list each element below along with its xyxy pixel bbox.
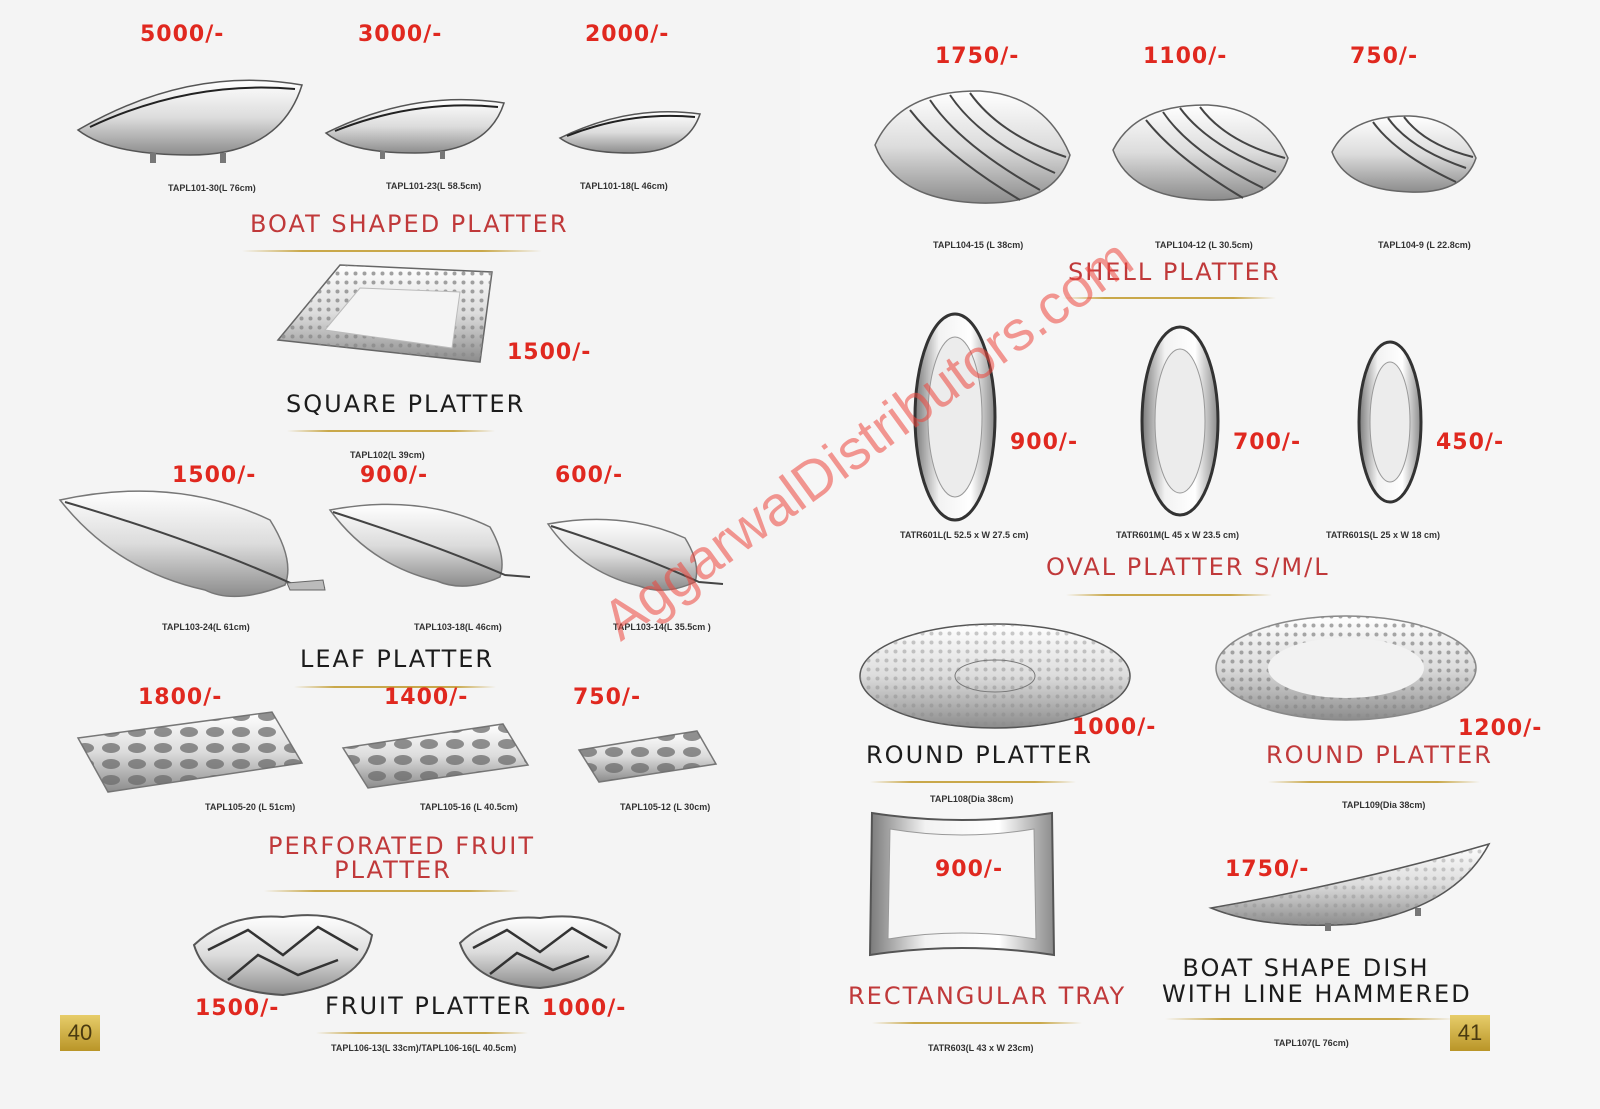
price-square-platter: 1500/- [507, 340, 592, 365]
page-number-right: 41 [1450, 1015, 1490, 1051]
code-leaf-small: TAPL103-14(L 35.5cm ) [613, 622, 711, 632]
price-leaf-small: 600/- [555, 463, 624, 488]
divider-round-2 [1268, 781, 1480, 783]
title-square-platter: SQUARE PLATTER [286, 390, 526, 418]
perforated-platter-large-image [76, 711, 304, 793]
title-round-platter-1: ROUND PLATTER [866, 741, 1093, 769]
price-leaf-medium: 900/- [360, 463, 429, 488]
title-shell-platter: SHELL PLATTER [1068, 258, 1281, 286]
price-round-1: 1000/- [1072, 715, 1157, 740]
code-rectangular-tray: TATR603(L 43 x W 23cm) [928, 1043, 1034, 1053]
leaf-platter-medium-image [328, 503, 531, 587]
boat-shape-dish-image [1208, 842, 1491, 931]
shell-platter-large-image [874, 90, 1071, 204]
price-round-2: 1200/- [1458, 716, 1543, 741]
fruit-platter-small-image [458, 915, 622, 990]
perforated-platter-medium-image [341, 723, 530, 789]
code-shell-large: TAPL104-15 (L 38cm) [933, 240, 1024, 250]
divider-leaf [294, 686, 496, 688]
title-leaf-platter: LEAF PLATTER [300, 645, 495, 673]
square-platter-image [276, 264, 493, 363]
round-platter-hammered-image [859, 623, 1131, 729]
divider-perforated [264, 890, 520, 892]
shell-platter-medium-image [1112, 104, 1289, 201]
boat-platter-small-image [558, 110, 701, 154]
perforated-platter-small-image [577, 730, 718, 783]
price-oval-large: 900/- [1010, 430, 1079, 455]
divider-oval [1066, 594, 1272, 596]
round-platter-dotted-image [1215, 615, 1477, 721]
price-boat-large: 5000/- [140, 22, 225, 47]
price-shell-small: 750/- [1350, 44, 1419, 69]
oval-platter-large-image [913, 312, 997, 522]
oval-platter-medium-image [1140, 325, 1220, 517]
title-oval-platter: OVAL PLATTER S/M/L [1046, 553, 1330, 581]
divider-boat-dish [1165, 1018, 1455, 1020]
code-perforated-medium: TAPL105-16 (L 40.5cm) [420, 802, 518, 812]
title-boat-dish-line2: WITH LINE HAMMERED [1162, 980, 1472, 1008]
left-page: 5000/- 3000/- 2000/- TAPL101-30(L 76cm) … [0, 0, 800, 1109]
title-boat-shape-dish: BOAT SHAPE DISH WITH LINE HAMMERED [1162, 954, 1472, 1008]
rectangular-tray-image [868, 811, 1056, 957]
page-number-left: 40 [60, 1015, 100, 1051]
code-shell-medium: TAPL104-12 (L 30.5cm) [1155, 240, 1253, 250]
title-perforated-fruit-platter: PERFORATED FRUIT PLATTER [268, 832, 535, 884]
price-boat-shape-dish: 1750/- [1225, 857, 1310, 882]
code-boat-small: TAPL101-18(L 46cm) [580, 181, 668, 191]
code-boat-medium: TAPL101-23(L 58.5cm) [386, 181, 482, 191]
code-oval-small: TATR601S(L 25 x W 18 cm) [1326, 530, 1441, 540]
divider-shell [1062, 297, 1276, 299]
price-boat-medium: 3000/- [358, 22, 443, 47]
title-boat-dish-line1: BOAT SHAPE DISH [1182, 954, 1430, 982]
divider-round-1 [870, 781, 1076, 783]
shell-platter-small-image [1331, 115, 1477, 193]
leaf-platter-large-image [58, 490, 326, 598]
fruit-platter-large-image [192, 914, 374, 997]
price-rectangular-tray: 900/- [935, 857, 1004, 882]
leaf-platter-small-image [546, 518, 724, 591]
price-fruit-large: 1500/- [195, 996, 280, 1021]
boat-platter-medium-image [324, 98, 505, 159]
code-round-2: TAPL109(Dia 38cm) [1342, 800, 1426, 810]
divider-boat [242, 250, 542, 252]
price-boat-small: 2000/- [585, 22, 670, 47]
price-shell-large: 1750/- [935, 44, 1020, 69]
title-perforated-line1: PERFORATED FRUIT [268, 832, 535, 860]
price-oval-medium: 700/- [1233, 430, 1302, 455]
code-leaf-large: TAPL103-24(L 61cm) [162, 622, 250, 632]
price-perforated-large: 1800/- [138, 685, 223, 710]
code-perforated-large: TAPL105-20 (L 51cm) [205, 802, 296, 812]
code-shell-small: TAPL104-9 (L 22.8cm) [1378, 240, 1471, 250]
oval-platter-small-image [1357, 340, 1423, 504]
title-boat-shaped-platter: BOAT SHAPED PLATTER [250, 210, 569, 238]
price-fruit-small: 1000/- [542, 996, 627, 1021]
code-perforated-small: TAPL105-12 (L 30cm) [620, 802, 711, 812]
price-perforated-medium: 1400/- [384, 685, 469, 710]
price-shell-medium: 1100/- [1143, 44, 1228, 69]
divider-square [287, 430, 495, 432]
boat-platter-large-image [76, 79, 303, 163]
code-boat-shape-dish: TAPL107(L 76cm) [1274, 1038, 1349, 1048]
divider-rectangular [872, 1022, 1082, 1024]
code-round-1: TAPL108(Dia 38cm) [930, 794, 1014, 804]
title-rectangular-tray: RECTANGULAR TRAY [848, 982, 1127, 1010]
price-perforated-small: 750/- [573, 685, 642, 710]
code-oval-medium: TATR601M(L 45 x W 23.5 cm) [1116, 530, 1240, 540]
title-fruit-platter: FRUIT PLATTER [325, 992, 533, 1020]
right-page: 1750/- 1100/- 750/- TAPL104-15 (L 38cm) … [800, 0, 1600, 1109]
price-oval-small: 450/- [1436, 430, 1505, 455]
divider-fruit [316, 1032, 528, 1034]
code-fruit-platter: TAPL106-13(L 33cm)/TAPL106-16(L 40.5cm) [331, 1043, 517, 1053]
code-leaf-medium: TAPL103-18(L 46cm) [414, 622, 502, 632]
title-round-platter-2: ROUND PLATTER [1266, 741, 1493, 769]
title-perforated-line2: PLATTER [334, 856, 452, 884]
price-leaf-large: 1500/- [172, 463, 257, 488]
code-oval-large: TATR601L(L 52.5 x W 27.5 cm) [900, 530, 1029, 540]
code-boat-large: TAPL101-30(L 76cm) [168, 183, 256, 193]
code-square-platter: TAPL102(L 39cm) [350, 450, 425, 460]
